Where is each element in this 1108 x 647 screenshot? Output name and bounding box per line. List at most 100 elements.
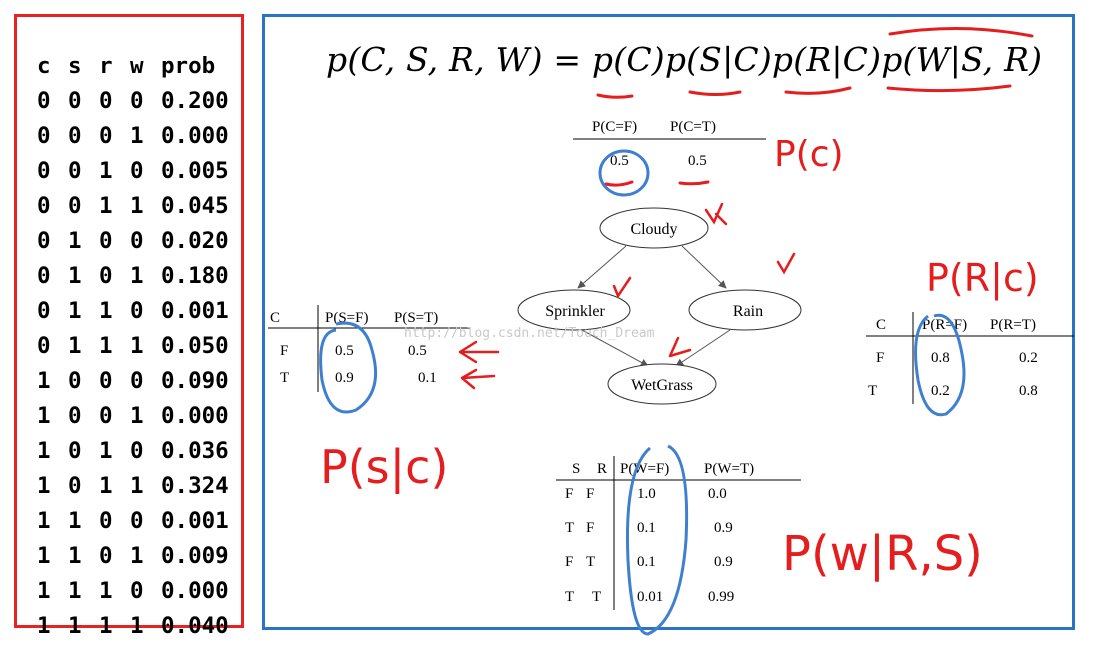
- node-rain: Rain: [688, 289, 802, 331]
- joint-table-cell: 0: [99, 228, 113, 254]
- joint-table-cell: 0: [37, 123, 51, 149]
- joint-table-cell: 1: [68, 543, 82, 569]
- joint-table-cell: 1: [68, 263, 82, 289]
- wetgrass-cpt-cell: F: [565, 486, 574, 502]
- joint-table-cell: 1: [68, 228, 82, 254]
- cloudy-cpt-header-t: P(C=T): [670, 119, 716, 135]
- joint-table-cell: 0.050: [161, 333, 229, 359]
- wetgrass-cpt-cell: 0.1: [637, 520, 656, 536]
- sprinkler-cpt-row-f-label: F: [280, 343, 289, 359]
- joint-table-cell: 0.000: [161, 578, 229, 604]
- arrow-mark-wetgrass: [668, 336, 692, 358]
- sprinkler-cpt-header-t: P(S=T): [394, 310, 439, 326]
- joint-table-cell: 1: [68, 298, 82, 324]
- joint-table-cell: 1: [37, 508, 51, 534]
- joint-table-cell: 1: [130, 403, 144, 429]
- node-sprinkler: Sprinkler: [517, 289, 631, 331]
- joint-table-cell: r: [99, 53, 113, 79]
- joint-table-cell: 0: [99, 88, 113, 114]
- joint-table-cell: 0: [68, 473, 82, 499]
- formula-term-prc: p(R|C): [771, 40, 882, 79]
- joint-table-cell: 0: [130, 368, 144, 394]
- wetgrass-cpt-header-wf: P(W=F): [620, 461, 670, 477]
- joint-table-cell: 0: [130, 578, 144, 604]
- cloudy-cpt-header-f: P(C=F): [592, 119, 638, 135]
- node-sprinkler-label: Sprinkler: [545, 303, 605, 320]
- underline-cloudy-f: [604, 180, 634, 187]
- sprinkler-cpt-row-f-sf: 0.5: [335, 343, 354, 359]
- joint-table-cell: 1: [37, 438, 51, 464]
- check-mark-rain: [776, 252, 796, 275]
- joint-table-cell: 0: [130, 88, 144, 114]
- joint-table-cell: 0: [68, 368, 82, 394]
- joint-table-cell: 1: [130, 473, 144, 499]
- joint-table-cell: 0: [37, 263, 51, 289]
- rain-cpt-row-f-rf: 0.8: [931, 350, 950, 366]
- wetgrass-cpt-cell: 0.99: [708, 589, 735, 605]
- sprinkler-cpt-row-f-st: 0.5: [408, 343, 427, 359]
- joint-table-cell: 1: [99, 578, 113, 604]
- joint-table-cell: 1: [99, 613, 113, 639]
- joint-table-cell: 1: [99, 193, 113, 219]
- annotation-prc: P(R|c): [926, 256, 1039, 300]
- joint-table-cell: 0: [99, 368, 113, 394]
- check-mark-sprinkler: [612, 276, 632, 299]
- underline-pwsr: [886, 84, 1012, 93]
- wetgrass-cpt-cell: T: [592, 589, 602, 605]
- joint-table-cell: 0: [68, 123, 82, 149]
- joint-table-cell: 1: [37, 613, 51, 639]
- rain-cpt-header-c: C: [876, 317, 887, 333]
- wetgrass-cpt-cell: 0.1: [637, 554, 656, 570]
- wetgrass-cpt-cell: 0.0: [708, 486, 727, 502]
- overline-pwsr: [888, 27, 1034, 38]
- joint-table-cell: prob: [161, 53, 216, 79]
- joint-table-cell: 1: [130, 613, 144, 639]
- node-wetgrass: WetGrass: [607, 363, 717, 405]
- sprinkler-cpt-header-c: C: [270, 310, 281, 326]
- wetgrass-cpt-header-s: S: [572, 461, 581, 477]
- joint-table-cell: 0.020: [161, 228, 229, 254]
- joint-table-cell: 0: [99, 123, 113, 149]
- joint-table-cell: 0.009: [161, 543, 229, 569]
- joint-table-cell: 1: [130, 123, 144, 149]
- sprinkler-cpt-row-t-st: 0.1: [418, 370, 437, 386]
- underline-prc: [784, 86, 852, 95]
- joint-table-cell: 0.324: [161, 473, 229, 499]
- joint-table-cell: 0.005: [161, 158, 229, 184]
- joint-table-cell: 0: [99, 508, 113, 534]
- node-cloudy-label: Cloudy: [630, 221, 677, 238]
- node-cloudy: Cloudy: [599, 207, 709, 249]
- formula-lhs: p(C, S, R, W) =: [326, 40, 592, 79]
- joint-table-cell: 1: [99, 158, 113, 184]
- joint-table-cell: 0: [99, 543, 113, 569]
- joint-table-cell: 0: [37, 193, 51, 219]
- formula-term-psc: p(S|C): [664, 40, 772, 79]
- joint-table-cell: 0: [130, 228, 144, 254]
- joint-table-cell: 0: [130, 158, 144, 184]
- joint-table-cell: s: [68, 53, 82, 79]
- wetgrass-cpt-cell: T: [586, 554, 596, 570]
- joint-table-cell: 0.040: [161, 613, 229, 639]
- joint-table-cell: 0.180: [161, 263, 229, 289]
- wetgrass-cpt-header-r: R: [597, 461, 608, 477]
- joint-table-cell: 1: [37, 368, 51, 394]
- underline-cloudy-t: [678, 180, 710, 186]
- joint-table-cell: 0.200: [161, 88, 229, 114]
- wetgrass-cpt-cell: F: [586, 520, 595, 536]
- wetgrass-cpt-cell: 0.01: [637, 589, 664, 605]
- annotation-pc: P(c): [774, 134, 844, 175]
- joint-table-cell: 0: [68, 193, 82, 219]
